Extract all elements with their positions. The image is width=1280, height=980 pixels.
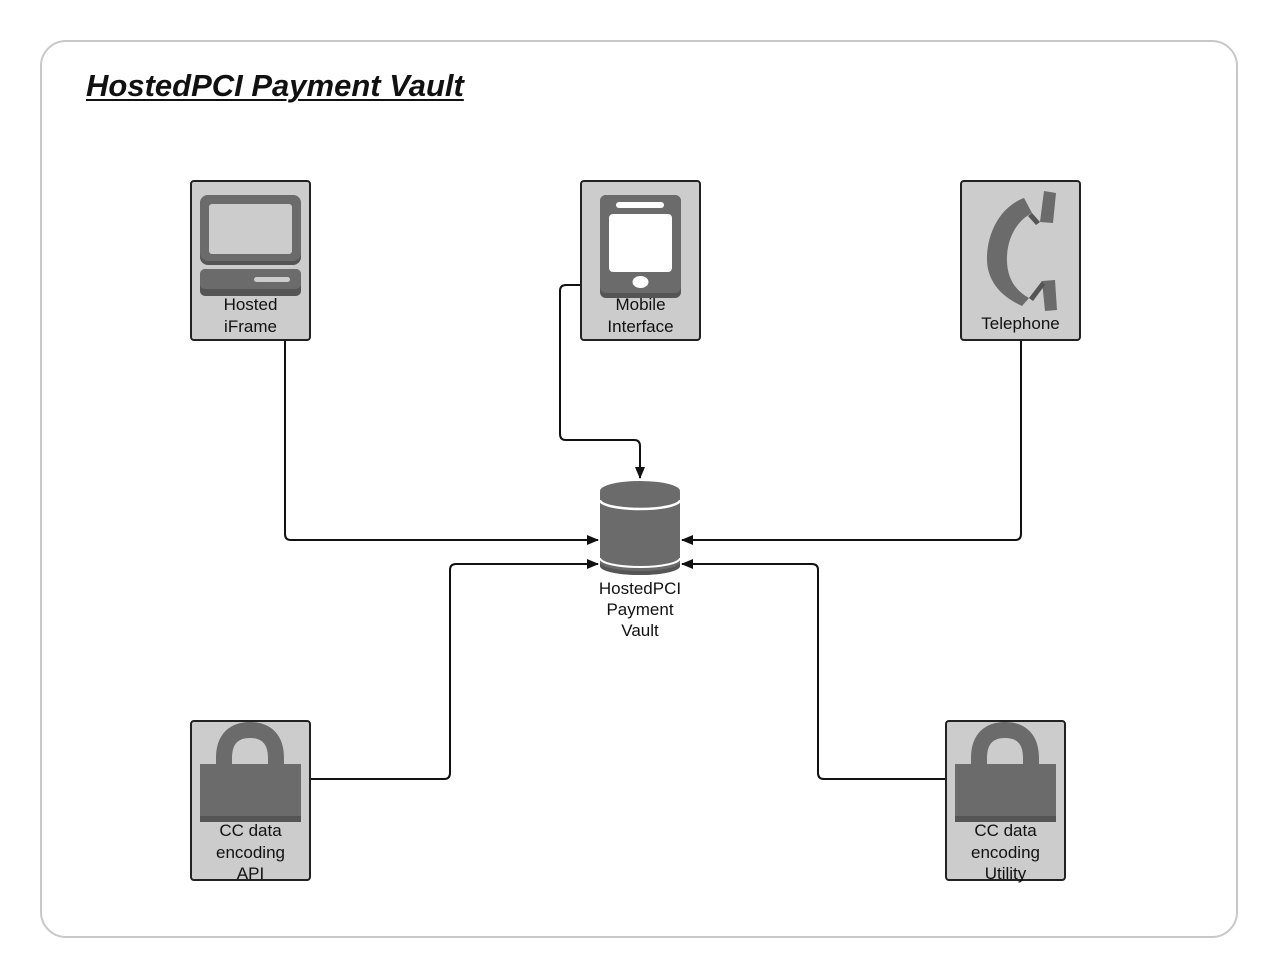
hosted-iframe-label-2: iFrame: [224, 317, 277, 336]
vault-label-1: HostedPCI: [598, 579, 682, 598]
mobile-phone-icon: [600, 195, 681, 298]
vault-label-3: Vault: [621, 621, 659, 640]
mobile-interface-node: Mobile Interface: [580, 180, 701, 341]
cc-api-label-2: encoding: [215, 843, 285, 862]
lock-icon: [955, 722, 1056, 822]
connector-telephone-to-vault: [681, 306, 1022, 545]
computer-icon: [200, 195, 301, 296]
cc-api-label-3: API: [236, 864, 265, 883]
hosted-iframe-label-1: Hosted: [223, 295, 278, 314]
cc-utility-node: CC data encoding Utility: [945, 720, 1066, 883]
connector-iframe-to-vault: [284, 296, 599, 545]
diagram-title: HostedPCI Payment Vault: [86, 68, 464, 103]
cc-api-label-1: CC data: [219, 821, 282, 840]
mobile-interface-label-1: Mobile: [615, 295, 666, 314]
telephone-icon: [986, 191, 1057, 311]
vault-label: HostedPCI Payment Vault: [580, 578, 700, 641]
connector-utility-to-vault: [681, 559, 955, 780]
connector-api-to-vault: [300, 559, 599, 780]
lock-icon: [200, 722, 301, 822]
hosted-iframe-node: Hosted iFrame: [190, 180, 311, 341]
telephone-label: Telephone: [981, 314, 1060, 333]
vault-label-2: Payment: [606, 600, 674, 619]
cc-utility-label-1: CC data: [974, 821, 1037, 840]
telephone-node: Telephone: [960, 180, 1081, 341]
connector-mobile-to-vault: [559, 284, 645, 479]
cc-api-node: CC data encoding API: [190, 720, 311, 883]
cc-utility-label-3: Utility: [984, 864, 1027, 883]
database-icon: [598, 481, 682, 575]
cc-utility-label-2: encoding: [970, 843, 1040, 862]
mobile-interface-label-2: Interface: [607, 317, 674, 336]
